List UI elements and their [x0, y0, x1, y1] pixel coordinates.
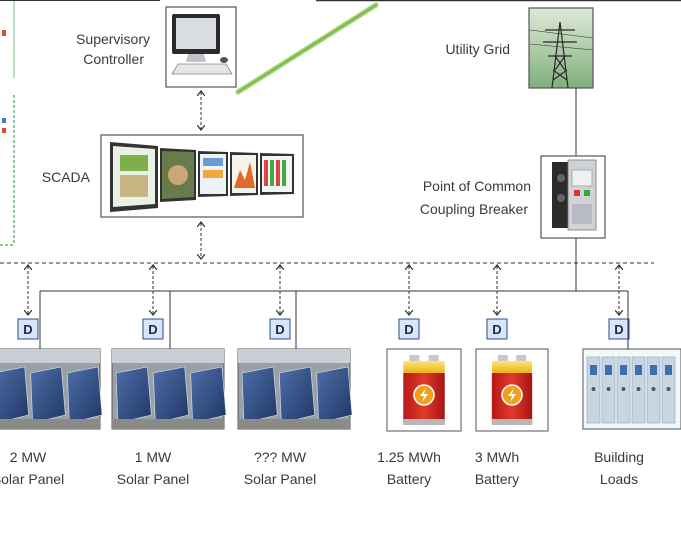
device-tag-label: D	[275, 322, 284, 337]
asset-solar-2mw: D 2 MW Solar Panel	[0, 266, 103, 487]
device-tag: D	[142, 318, 164, 340]
pcc-breaker-label-2: Coupling Breaker	[420, 201, 529, 217]
scada-node: SCADA	[42, 134, 304, 218]
battery-icon	[475, 348, 549, 432]
device-tag: D	[269, 318, 291, 340]
scada-monitors-icon	[110, 142, 294, 212]
asset-row: D 2 MW Solar Panel D 1 MW Solar Panel D ??? MW S…	[0, 266, 681, 487]
asset-type-label: Solar Panel	[117, 471, 189, 487]
solar-icon	[111, 348, 227, 430]
computer-icon	[171, 14, 233, 75]
breaker-icon	[552, 159, 597, 231]
device-tag-label: D	[614, 322, 623, 337]
solar-icon	[237, 348, 353, 430]
asset-rating-label: 2 MW	[10, 449, 47, 465]
device-tag: D	[486, 318, 508, 340]
device-tag-label: D	[23, 322, 32, 337]
asset-type-label: Battery	[475, 471, 519, 487]
device-tag-label: D	[404, 322, 413, 337]
asset-rating-label: ??? MW	[254, 449, 307, 465]
pcc-breaker-label-1: Point of Common	[423, 178, 531, 194]
device-tag: D	[17, 318, 39, 340]
asset-solar-unknown: D ??? MW Solar Panel	[237, 266, 353, 487]
asset-type-label: Solar Panel	[244, 471, 316, 487]
asset-type-label: Loads	[600, 471, 638, 487]
device-tag: D	[608, 318, 630, 340]
asset-type-label: Battery	[387, 471, 431, 487]
asset-rating-label: Building	[594, 449, 644, 465]
device-tag-label: D	[492, 322, 501, 337]
utility-grid-node: Utility Grid	[445, 7, 594, 89]
asset-rating-label: 1.25 MWh	[377, 449, 441, 465]
scada-label: SCADA	[42, 169, 91, 185]
asset-solar-1mw: D 1 MW Solar Panel	[111, 266, 227, 487]
supervisory-controller-label-2: Controller	[83, 51, 144, 67]
asset-rating-label: 3 MWh	[475, 449, 519, 465]
device-tag-label: D	[148, 322, 157, 337]
supervisory-controller-label-1: Supervisory	[76, 31, 150, 47]
supervisory-controller-node: Supervisory Controller	[76, 6, 237, 88]
transmission-tower-icon	[529, 21, 594, 89]
utility-grid-label: Utility Grid	[445, 41, 510, 57]
solar-icon	[0, 348, 103, 430]
asset-type-label: Solar Panel	[0, 471, 64, 487]
cropped-chart-fragment	[0, 0, 15, 246]
asset-rating-label: 1 MW	[135, 449, 172, 465]
battery-icon	[386, 348, 462, 432]
pcc-breaker-node: Point of Common Coupling Breaker	[420, 155, 606, 239]
device-tag: D	[398, 318, 420, 340]
building-icon	[582, 348, 681, 430]
